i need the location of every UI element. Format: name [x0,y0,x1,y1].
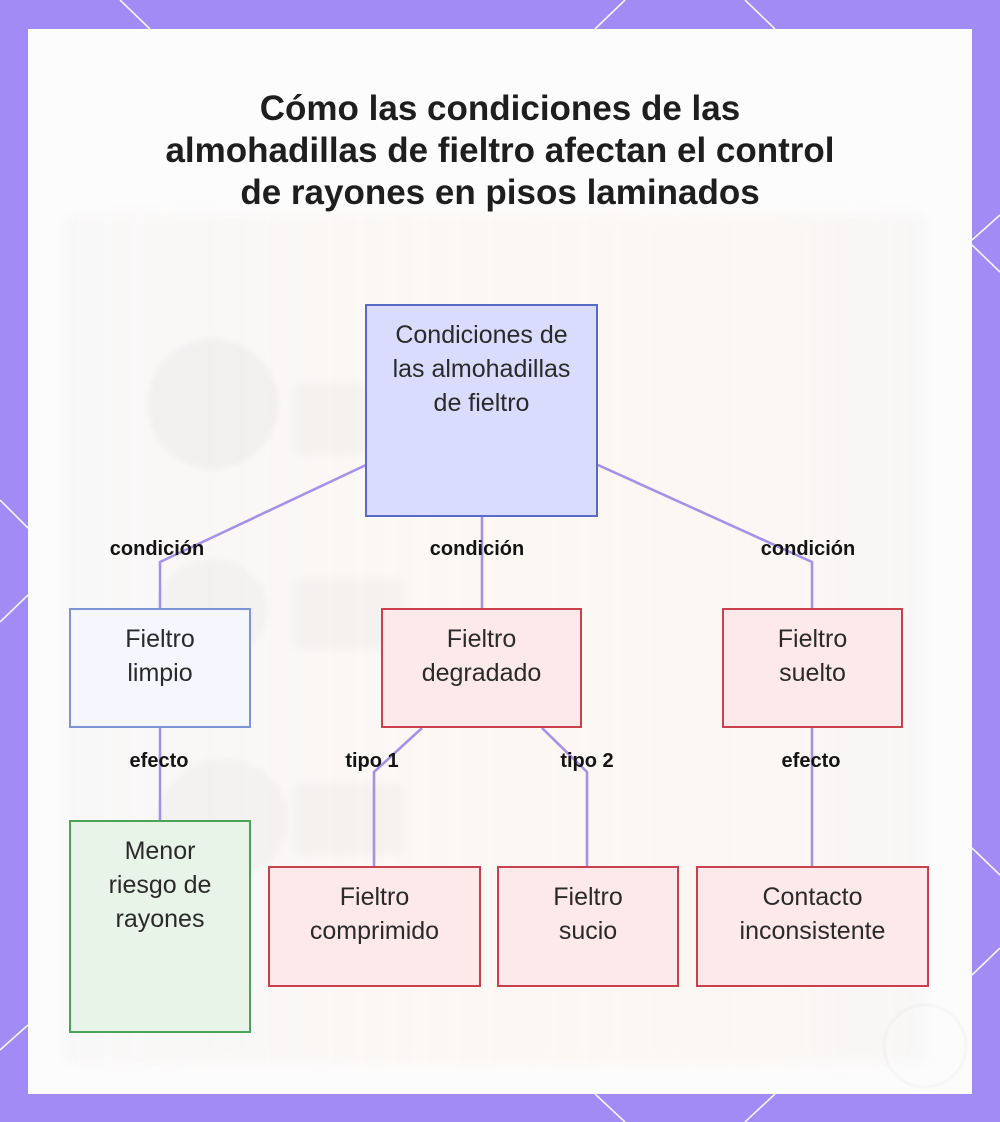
node-inconsistent-contact-label: Contacto inconsistente [739,883,886,945]
edge-label-degraded-type2: tipo 2 [560,750,614,772]
edge-root-loose [597,463,814,608]
node-compressed-felt-label: Fieltro comprimido [309,883,440,945]
edge-label-clean-effect: efecto [129,750,189,772]
edge-label-root-degraded: condición [429,538,525,560]
diagram-title: Cómo las condiciones de las almohadillas… [165,89,835,212]
node-degraded-felt-label: Fieltro degradado [421,625,542,687]
edge-degraded-type2 [541,727,589,866]
node-clean-felt-label: Fieltro limpio [125,625,195,687]
node-loose-felt-label: Fieltro suelto [777,625,848,687]
node-less-scratch-risk-label: Menor riesgo de rayones [108,837,212,933]
edge-label-degraded-type1: tipo 1 [345,750,399,772]
edge-degraded-type1 [372,727,423,866]
root-node-label: Condiciones de las almohadillas de fielt… [392,321,571,417]
node-loose-felt: Fieltro suelto [722,608,903,728]
node-degraded-felt: Fieltro degradado [381,608,582,728]
edge-label-root-loose: condición [760,538,856,560]
node-less-scratch-risk: Menor riesgo de rayones [69,820,251,1033]
node-dirty-felt-label: Fieltro sucio [553,883,623,945]
edge-label-loose-effect: efecto [781,750,841,772]
node-clean-felt: Fieltro limpio [69,608,251,728]
node-dirty-felt: Fieltro sucio [497,866,679,987]
edge-label-root-clean: condición [109,538,205,560]
node-compressed-felt: Fieltro comprimido [268,866,481,987]
edge-root-clean [158,463,367,608]
background-badge-icon [883,1004,967,1088]
root-node: Condiciones de las almohadillas de fielt… [365,304,598,517]
node-inconsistent-contact: Contacto inconsistente [696,866,929,987]
